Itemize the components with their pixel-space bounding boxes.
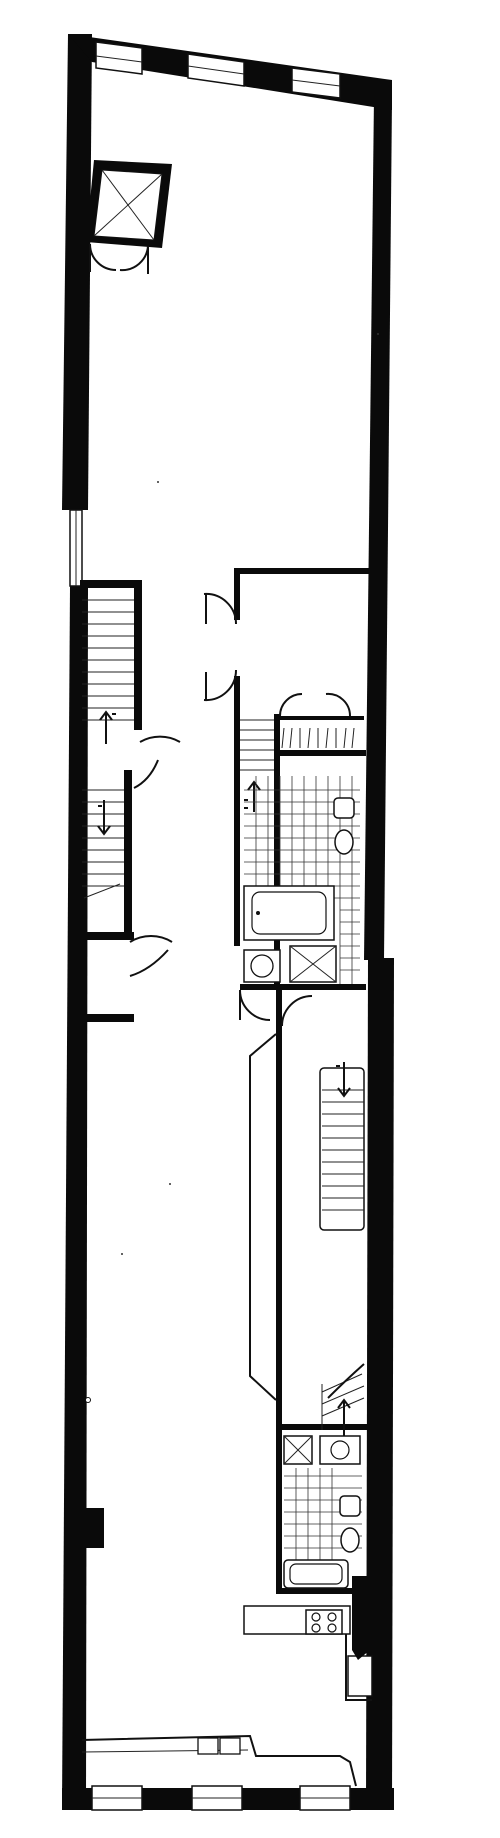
left-wall-notch [86, 1508, 104, 1548]
sink [319, 1435, 361, 1465]
refrigerator [347, 1655, 373, 1697]
bottom-windows [91, 1785, 351, 1811]
bathtub [283, 1559, 349, 1589]
sink [197, 1737, 219, 1755]
speck [377, 333, 379, 335]
bathtub [243, 885, 335, 941]
window-top-1 [95, 41, 143, 75]
up-down-arrow-icon [99, 710, 116, 744]
vestibule-walls [203, 568, 372, 946]
shower [283, 1435, 313, 1465]
bottom-counter [81, 1734, 357, 1787]
speck [121, 1253, 123, 1255]
toilet [339, 1495, 361, 1553]
top-windows [95, 41, 341, 99]
up-down-arrow-icon [97, 800, 111, 836]
lower-bathroom [276, 1430, 368, 1594]
speck [169, 1183, 171, 1185]
stove-burner-icon [311, 1612, 321, 1622]
lower-stair-lower [321, 1363, 365, 1443]
stove [305, 1609, 343, 1635]
upper-bathroom [239, 756, 366, 1021]
left-stair-block [80, 580, 181, 1022]
left-stair-treads-upper [82, 599, 134, 721]
sink [243, 949, 281, 983]
up-down-arrow-icon [336, 1062, 351, 1098]
right-wall-lower [366, 958, 394, 1806]
left-wall-lower [62, 586, 88, 1806]
left-wall-upper [62, 34, 92, 510]
toilet [333, 797, 355, 855]
built-in-cabinet [249, 1033, 277, 1401]
shower [289, 945, 337, 983]
vestibule-door-upper [203, 592, 238, 625]
speck [157, 481, 159, 483]
left-stair-door-upper [139, 735, 181, 743]
lower-stair-upper [319, 1062, 365, 1231]
structural-column [352, 1576, 370, 1660]
kitchen-side-counter [345, 1634, 372, 1701]
bathroom-door [239, 989, 271, 1021]
stove-burner-icon [327, 1623, 337, 1633]
left-window [69, 509, 83, 587]
lower-right-room [249, 990, 368, 1443]
stove-burner-icon [311, 1623, 321, 1633]
left-stair-door-lower [129, 935, 173, 943]
closet [274, 692, 366, 756]
elevator-shaft [86, 160, 172, 274]
stove-burner-icon [327, 1612, 337, 1622]
right-wall-upper [364, 96, 392, 960]
floor-marker [85, 1397, 91, 1403]
vestibule-stair [240, 719, 274, 812]
sink [219, 1737, 241, 1755]
lower-room-door [281, 995, 313, 1027]
up-down-arrow-icon [244, 780, 261, 812]
kitchen [81, 1576, 373, 1787]
